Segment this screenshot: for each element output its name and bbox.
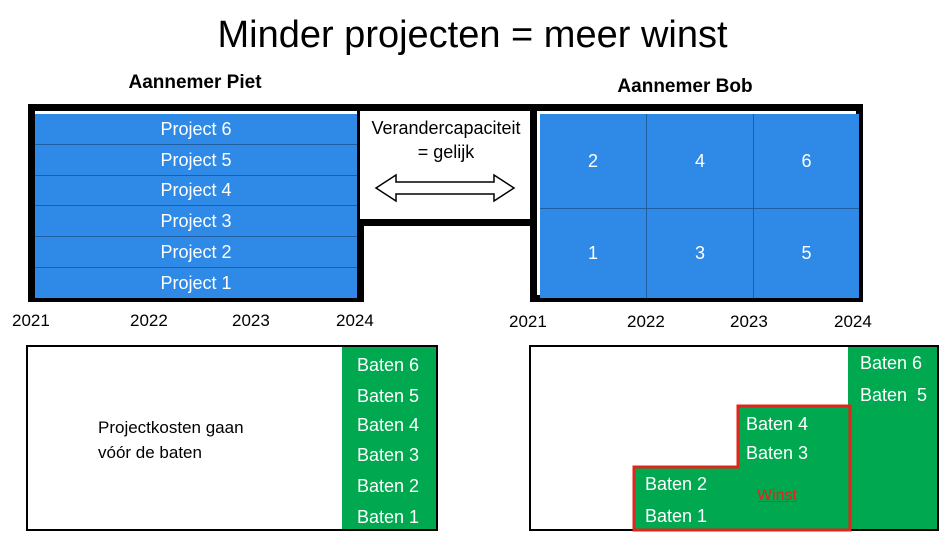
bob-baten-block-mid [738, 407, 850, 529]
baten-label: Baten 3 [357, 445, 420, 465]
bob-project-frame: 2 4 6 1 3 5 [530, 104, 863, 302]
winst-label: Winst [757, 487, 797, 504]
baten-label: Baten 5 [860, 385, 928, 405]
piet-project-bar: Project 6 [35, 114, 357, 145]
piet-project-frame: Project 6 Project 5 Project 4 Project 3 … [28, 104, 364, 302]
baten-label: Baten 1 [645, 506, 708, 526]
bob-year-label: 2023 [730, 312, 768, 331]
baten-label: Baten 4 [746, 414, 809, 434]
bob-year-label: 2022 [627, 312, 665, 331]
baten-label: Baten 2 [645, 474, 708, 494]
piet-project-bar: Project 4 [35, 176, 357, 206]
bob-project-cell: 2 [540, 114, 647, 209]
piet-project-bar: Project 3 [35, 206, 357, 237]
bob-year-label: 2024 [834, 312, 872, 331]
bob-project-cell: 1 [540, 209, 647, 298]
bob-project-cell: 6 [754, 114, 859, 209]
page-title: Minder projecten = meer winst [217, 14, 728, 56]
baten-label: Baten 3 [746, 443, 809, 463]
baten-label: Baten 6 [357, 355, 420, 375]
piet-year-label: 2023 [232, 311, 270, 330]
double-arrow-icon [374, 173, 516, 203]
piet-project-bar: Project 5 [35, 145, 357, 176]
capacity-line: Verandercapaciteit [371, 118, 521, 138]
bob-project-cell: 3 [647, 209, 754, 298]
piet-baten-column: Baten 6 Baten 5 Baten 4 Baten 3 Baten 2 … [342, 347, 436, 529]
winst-outline [632, 404, 852, 532]
baten-label: Baten 1 [357, 507, 420, 527]
piet-project-bar: Project 1 [35, 268, 357, 298]
capacity-line: = gelijk [417, 142, 475, 162]
piet-year-label: 2021 [12, 311, 50, 330]
baten-label: Baten 5 [357, 386, 420, 406]
baten-label: Baten 4 [357, 415, 420, 435]
bob-baten-block-high [848, 347, 937, 529]
piet-note-line: vóór de baten [98, 443, 202, 462]
bob-project-cell: 4 [647, 114, 754, 209]
baten-label: Baten 2 [357, 476, 420, 496]
piet-year-label: 2024 [336, 311, 374, 330]
bob-year-label: 2021 [509, 312, 547, 331]
piet-note: Projectkosten gaan vóór de baten [98, 415, 244, 465]
piet-heading: Aannemer Piet [128, 72, 262, 93]
piet-year-label: 2022 [130, 311, 168, 330]
baten-label: Baten 6 [860, 353, 923, 373]
bob-baten-block-low [635, 466, 739, 529]
bob-heading: Aannemer Bob [617, 76, 753, 97]
piet-note-line: Projectkosten gaan [98, 418, 244, 437]
capacity-box [360, 104, 532, 226]
piet-project-bar: Project 2 [35, 237, 357, 268]
capacity-text: Verandercapaciteit = gelijk [362, 116, 530, 164]
bob-project-cell: 5 [754, 209, 859, 298]
